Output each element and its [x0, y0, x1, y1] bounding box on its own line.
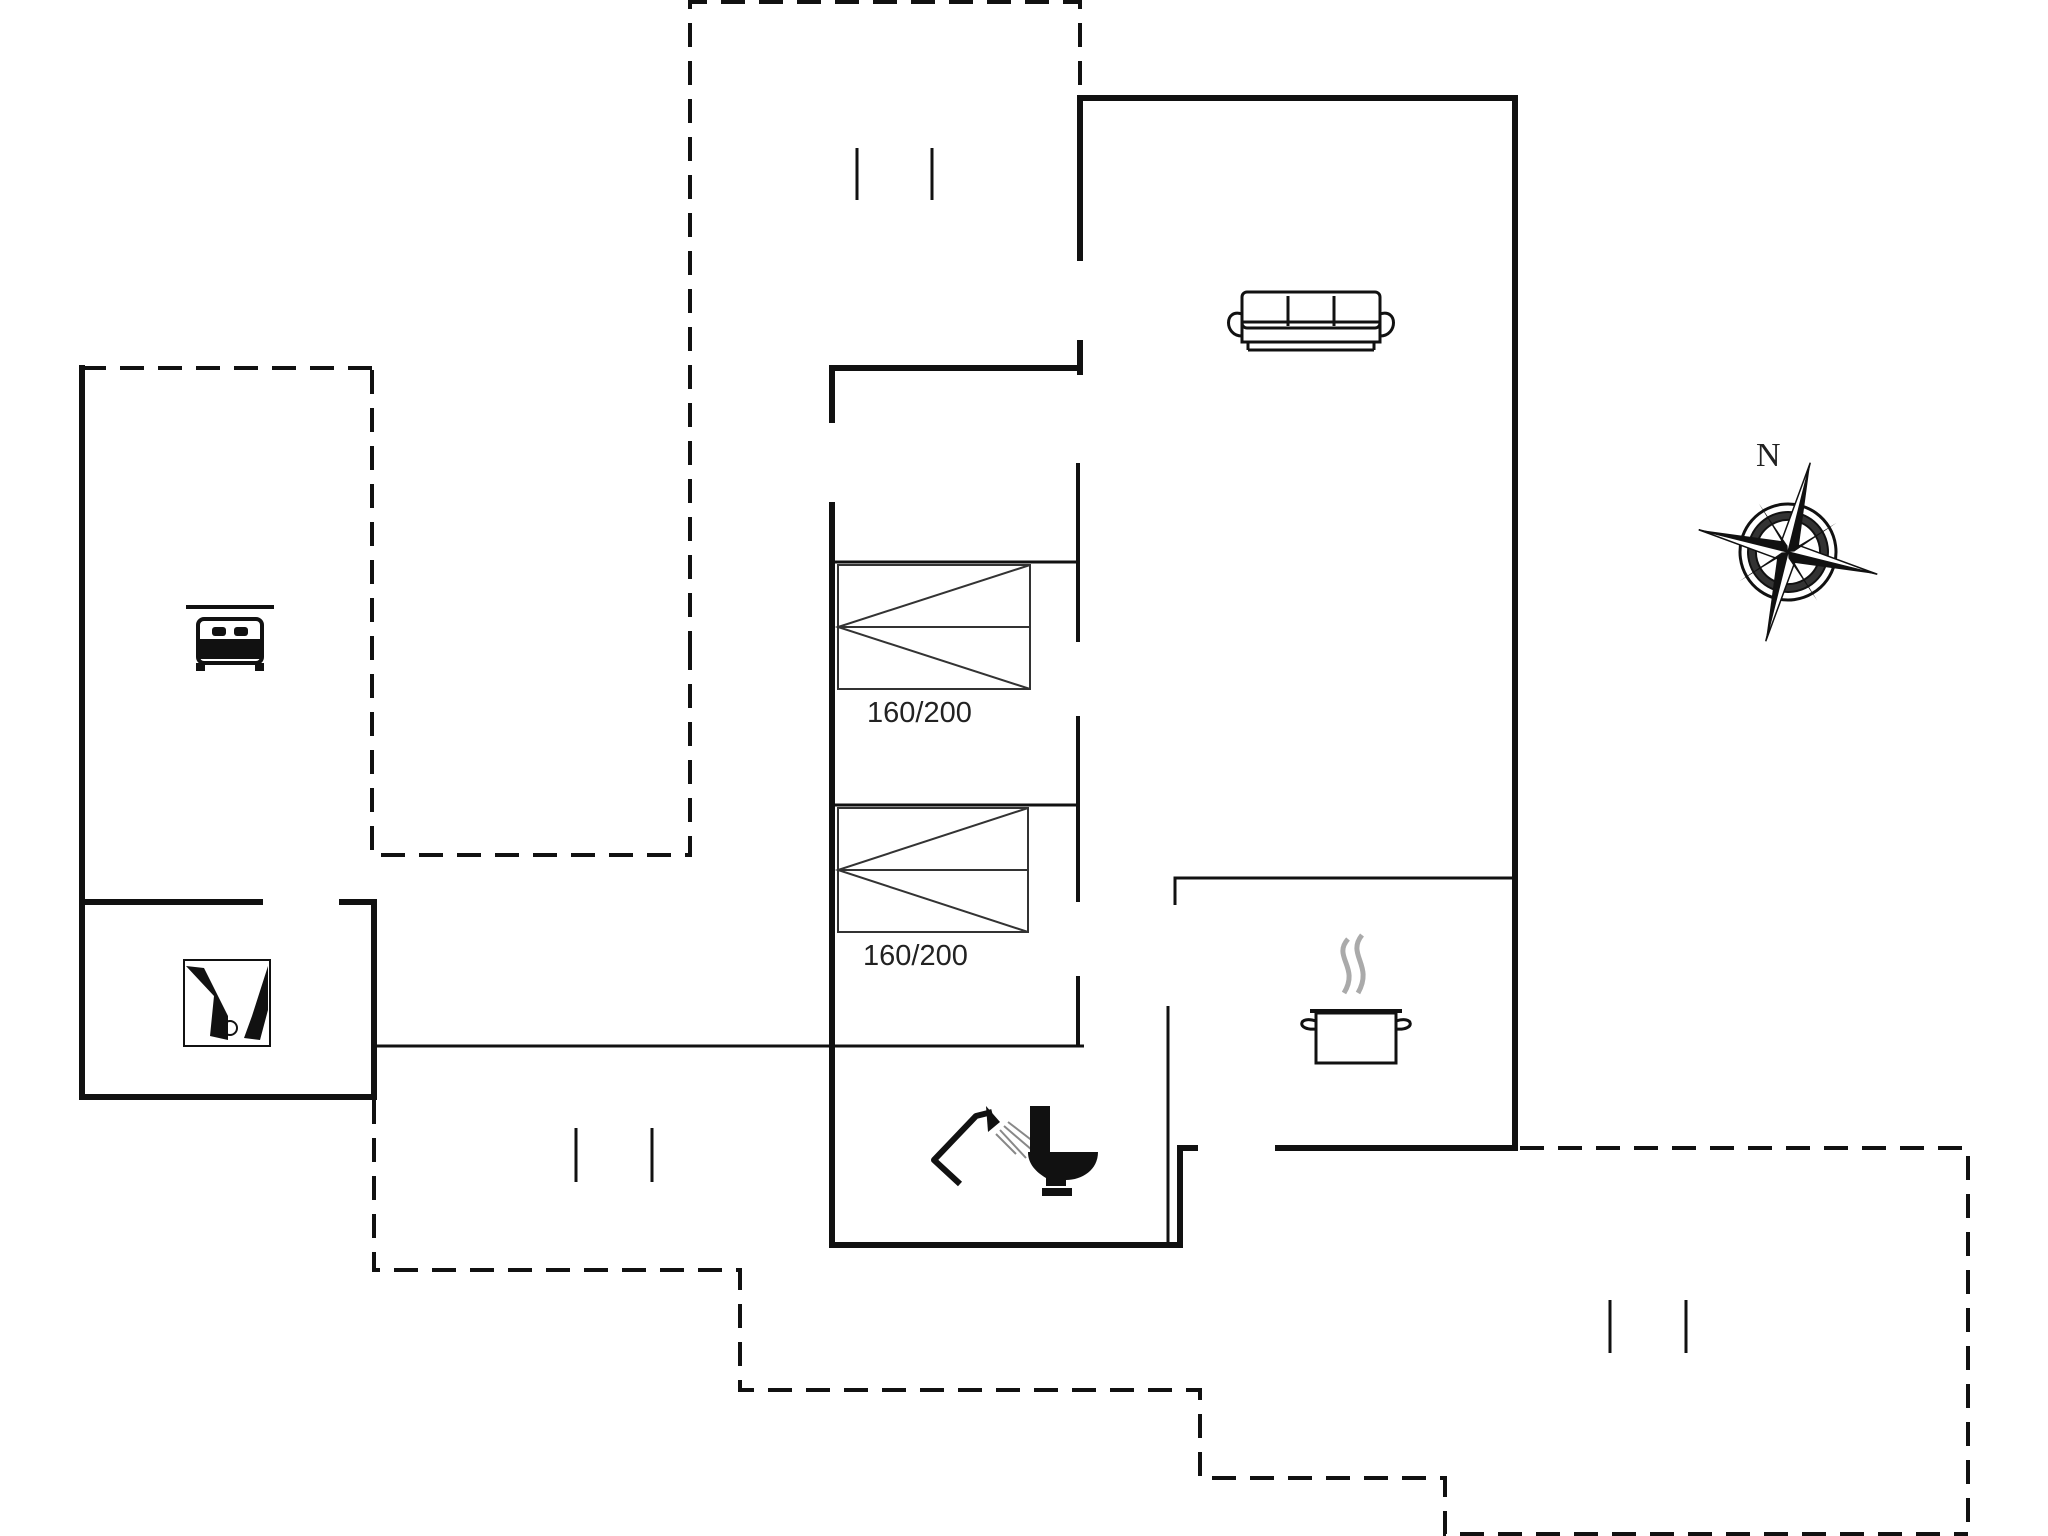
wall-living-outer: [1077, 95, 1518, 1151]
sofa-icon: [1227, 290, 1395, 352]
compass-north-label: N: [1756, 437, 1781, 474]
walls: [79, 95, 1518, 1248]
wall-kitchen: [1173, 876, 1515, 905]
bed-2: [834, 807, 1029, 933]
terrace-south-west: [372, 1100, 1968, 1536]
terrace-west: [370, 370, 692, 857]
terraces: [82, 0, 1970, 1536]
terrace-south-east: [1520, 1146, 1970, 1534]
shower-icon: [931, 1106, 1035, 1187]
toilet-icon: [1028, 1106, 1098, 1196]
wall-corridor-west: [829, 502, 1183, 1248]
bed-1: [834, 564, 1031, 690]
laundry-icon: [183, 959, 271, 1047]
bed-cover: [834, 564, 1031, 690]
double-bed-icon: [186, 605, 274, 671]
bed-2-size-label: 160/200: [863, 940, 968, 972]
wall-bedroom-left: [79, 365, 377, 1100]
bed-1-size-label: 160/200: [867, 697, 972, 729]
terrace-north: [688, 0, 1082, 655]
wall-corridor-top: [829, 365, 1081, 423]
compass-rose-icon: [1698, 462, 1878, 642]
bed-cover: [834, 807, 1029, 933]
cooking-pot-icon: [1300, 933, 1412, 1065]
